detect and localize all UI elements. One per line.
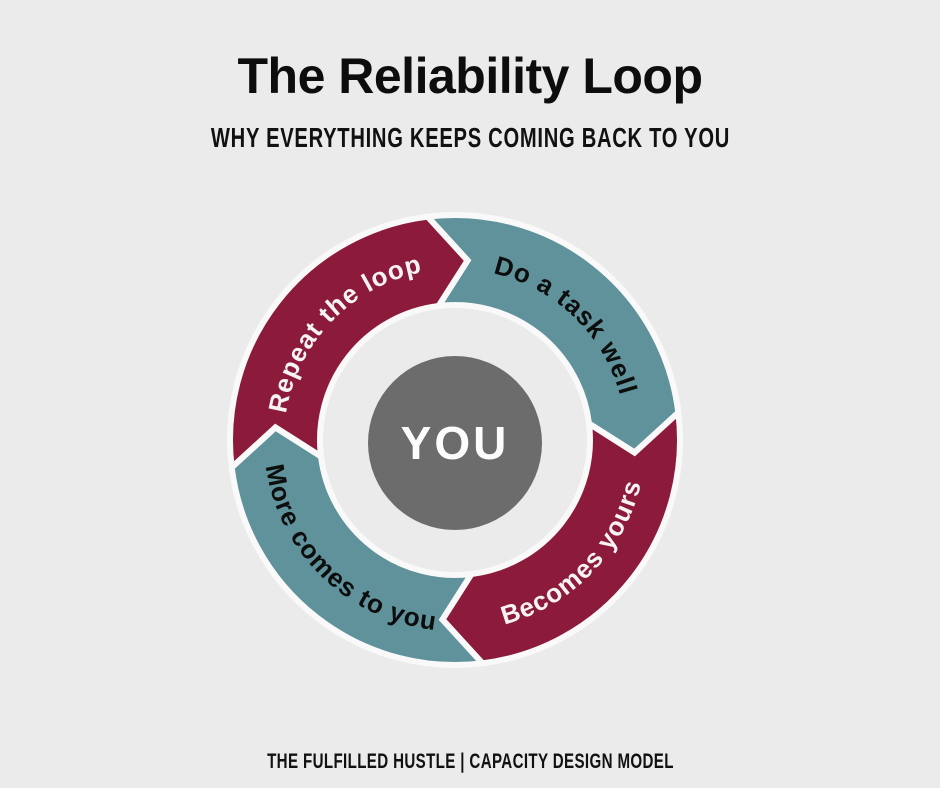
segment-becomes-yours bbox=[438, 406, 683, 667]
center-circle bbox=[368, 356, 542, 530]
center-label: YOU bbox=[401, 417, 510, 469]
footer-row: THE FULFILLED HUSTLE | CAPACITY DESIGN M… bbox=[0, 750, 940, 774]
segment-more-comes-to-you bbox=[228, 423, 489, 668]
segment-repeat-the-loop bbox=[227, 213, 472, 474]
footer-credit: THE FULFILLED HUSTLE | CAPACITY DESIGN M… bbox=[266, 750, 674, 773]
page-title: The Reliability Loop bbox=[237, 48, 703, 104]
page-subtitle: WHY EVERYTHING KEEPS COMING BACK TO YOU bbox=[210, 122, 730, 153]
loop-segments bbox=[227, 212, 683, 668]
segment-do-a-task-well bbox=[421, 212, 682, 457]
page-subtitle-row: WHY EVERYTHING KEEPS COMING BACK TO YOU bbox=[0, 122, 940, 154]
